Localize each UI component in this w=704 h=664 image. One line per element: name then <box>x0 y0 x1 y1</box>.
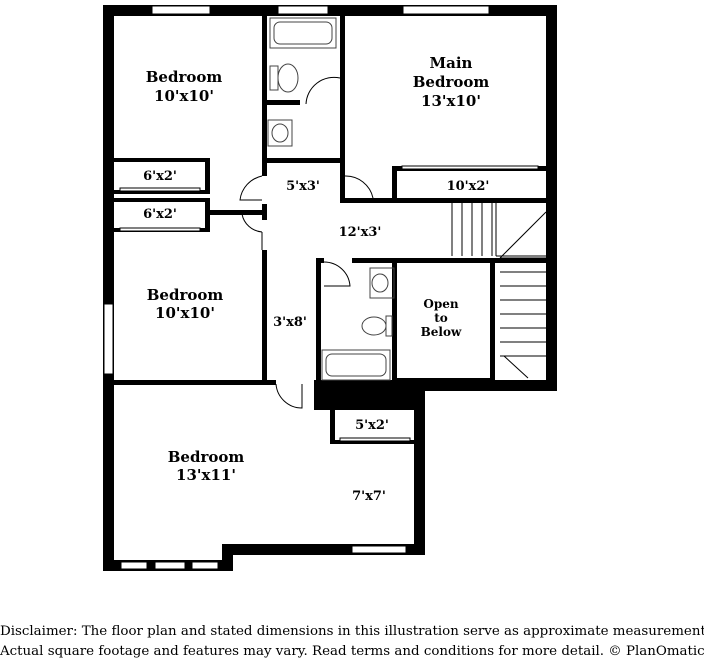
bedroom-top-left-size: 10'x10' <box>154 87 214 105</box>
toilet-mid <box>361 316 387 336</box>
closet-a-size: 6'x2' <box>143 169 177 184</box>
floor-plan: Bedroom 10'x10' Main Bedroom 13'x10' 6'x… <box>103 5 557 571</box>
disclaimer-line2: Actual square footage and features may v… <box>0 644 704 659</box>
open-to-below-line2: to <box>434 311 448 325</box>
hall-main-size: 12'x3' <box>339 225 382 240</box>
hall-vertical-size: 3'x8' <box>273 315 307 330</box>
doors <box>239 76 374 409</box>
disclaimer-line1: Disclaimer: The floor plan and stated di… <box>0 624 704 639</box>
windows <box>103 5 490 570</box>
closet-bottom-size: 5'x2' <box>355 418 389 433</box>
main-bedroom-name-line1: Main <box>430 54 473 72</box>
main-bedroom-name-line2: Bedroom <box>413 73 490 91</box>
sink-top <box>267 119 293 147</box>
bedroom-mid-left-name: Bedroom <box>147 286 224 304</box>
bedroom-top-left-name: Bedroom <box>146 68 223 86</box>
closet-b-size: 6'x2' <box>143 207 177 222</box>
closet-main-size: 10'x2' <box>447 179 490 194</box>
bathtub-top <box>269 17 337 49</box>
bedroom-bottom-name: Bedroom <box>168 448 245 466</box>
open-to-below-line1: Open <box>423 297 458 311</box>
open-to-below-line3: Below <box>421 325 462 339</box>
sink-mid <box>369 267 395 299</box>
bedroom-mid-left-size: 10'x10' <box>155 304 215 322</box>
toilet-top <box>277 63 299 93</box>
sliding-doors <box>119 165 539 442</box>
walk-in-size: 7'x7' <box>352 489 386 504</box>
room-labels: Bedroom 10'x10' Main Bedroom 13'x10' 6'x… <box>143 54 489 504</box>
bedroom-bottom-size: 13'x11' <box>176 466 236 484</box>
bathtub-mid <box>321 349 391 381</box>
stairs <box>451 203 547 379</box>
fixtures <box>267 17 395 381</box>
disclaimer: Disclaimer: The floor plan and stated di… <box>0 622 704 662</box>
hall-small-size: 5'x3' <box>286 179 320 194</box>
main-bedroom-size: 13'x10' <box>421 92 481 110</box>
